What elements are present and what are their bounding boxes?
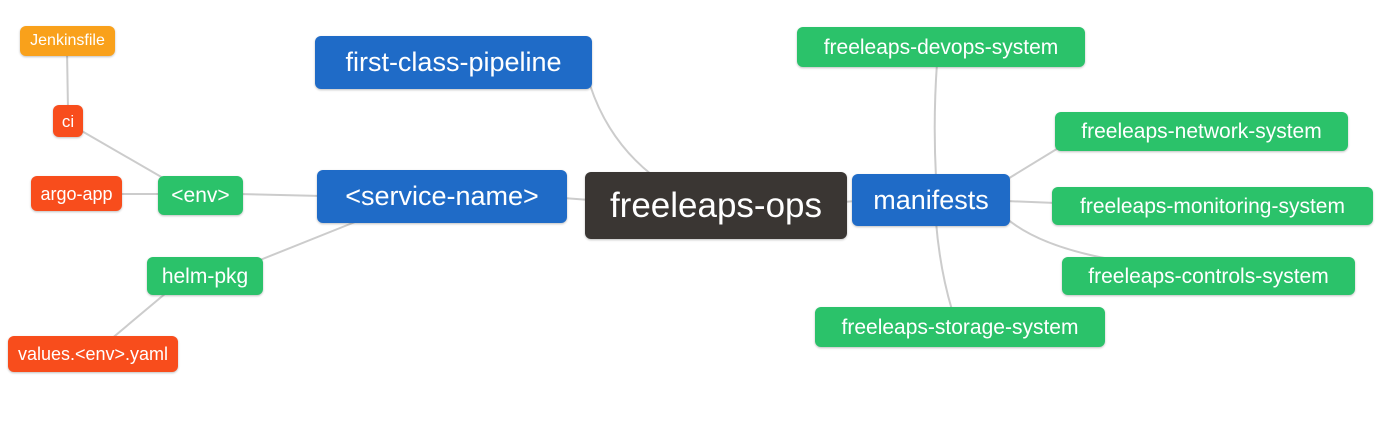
node-jenkinsfile[interactable]: Jenkinsfile — [20, 26, 115, 56]
node-manifests[interactable]: manifests — [852, 174, 1010, 226]
node-freeleaps-monitoring-system[interactable]: freeleaps-monitoring-system — [1052, 187, 1373, 225]
node-values-env-yaml[interactable]: values.<env>.yaml — [8, 336, 178, 372]
node-ci[interactable]: ci — [53, 105, 83, 137]
node-freeleaps-storage-system[interactable]: freeleaps-storage-system — [815, 307, 1105, 347]
node-freeleaps-network-system[interactable]: freeleaps-network-system — [1055, 112, 1348, 151]
edge-manifests-network — [1005, 146, 1061, 181]
node-freeleaps-controls-system[interactable]: freeleaps-controls-system — [1062, 257, 1355, 295]
node-env[interactable]: <env> — [158, 176, 243, 215]
node-first-class-pipeline[interactable]: first-class-pipeline — [315, 36, 592, 89]
node-freeleaps-ops-root[interactable]: freeleaps-ops — [585, 172, 847, 239]
node-service-name[interactable]: <service-name> — [317, 170, 567, 223]
edge-manifests-storage — [935, 221, 953, 311]
node-argo-app[interactable]: argo-app — [31, 176, 122, 211]
edge-helm-pkg-values — [109, 292, 167, 341]
node-freeleaps-devops-system[interactable]: freeleaps-devops-system — [797, 27, 1085, 67]
edge-manifests-devops — [933, 62, 938, 179]
edge-jenkinsfile-ci — [66, 49, 69, 111]
edge-pipeline-root — [589, 84, 653, 176]
edge-manifests-monitoring — [1005, 200, 1057, 204]
edge-ci-env — [79, 129, 171, 183]
edge-env-service-name — [237, 193, 323, 197]
node-helm-pkg[interactable]: helm-pkg — [147, 257, 263, 295]
edge-service-name-helm-pkg — [259, 219, 361, 261]
